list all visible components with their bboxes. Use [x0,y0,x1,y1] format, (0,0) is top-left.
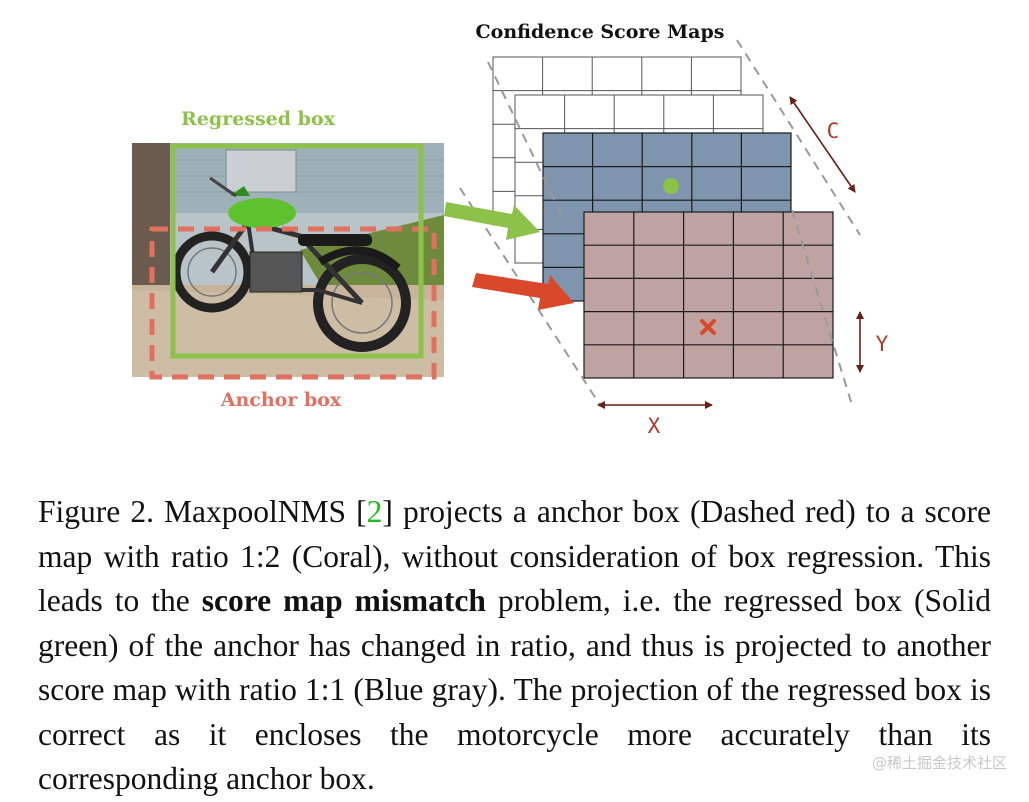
motorcycle-photo [132,143,444,377]
citation-link[interactable]: 2 [366,494,383,529]
regressed-box [170,143,424,359]
dim-c-arrow [789,96,856,193]
figure-caption: Figure 2. MaxpoolNMS [2] projects a anch… [38,490,991,802]
anchor-projection-arrow [472,273,574,310]
regressed-projection-dot [663,178,679,194]
watermark: @稀土掘金技术社区 [871,754,1007,772]
regressed-projection-arrow [444,202,540,240]
score-maps-title: Confidence Score Maps [476,21,725,43]
caption-bold-term: score map mismatch [201,583,486,618]
coral-score-map [583,211,834,379]
dim-x-label: X [648,414,661,438]
anchor-box [149,226,437,380]
figure-diagram: Confidence Score Maps C Y X [132,21,889,438]
anchor-box-label: Anchor box [220,389,342,411]
anchor-projection-cross-icon [700,319,716,335]
dim-y-label: Y [876,332,889,356]
caption-text-3: problem, i.e. the regressed box (Solid g… [38,583,991,796]
caption-text-1: Figure 2. MaxpoolNMS [ [38,494,367,529]
regressed-box-label: Regressed box [181,108,336,130]
dim-c-label: C [827,119,840,143]
caption-text-2: ] projects a anchor box (Dashed red) to … [38,494,991,618]
